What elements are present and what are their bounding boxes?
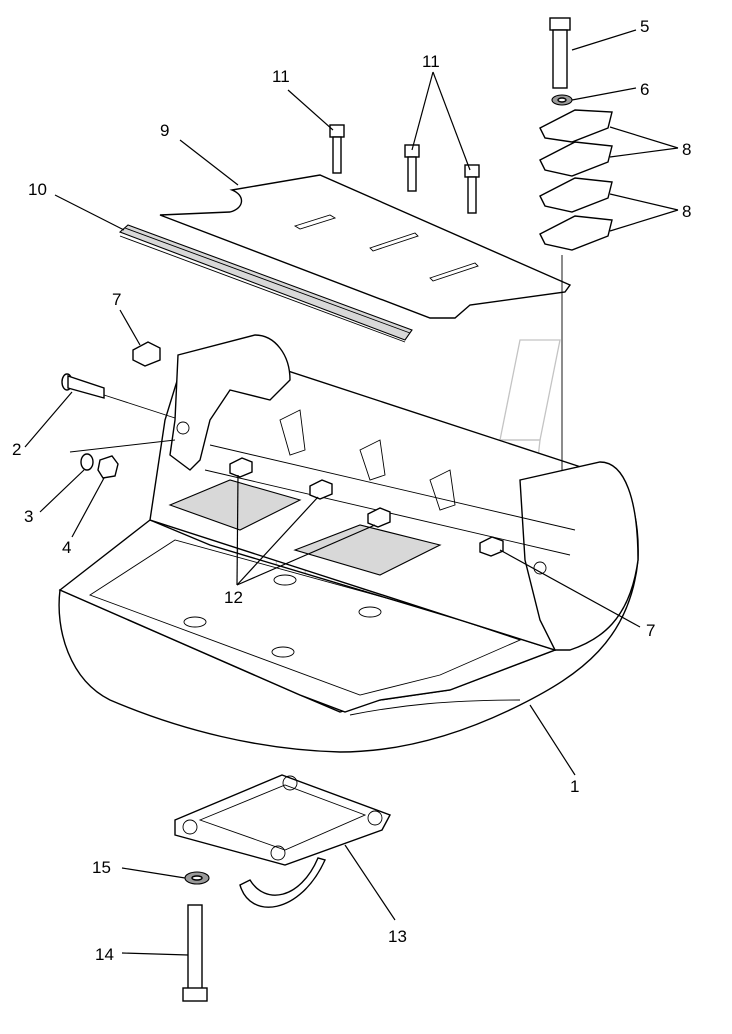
callout-2: 2 bbox=[12, 440, 21, 459]
slotted-plate-part-9 bbox=[159, 174, 572, 319]
callout-7-lower: 7 bbox=[646, 621, 655, 640]
bolts-part-11 bbox=[329, 124, 480, 214]
callout-10: 10 bbox=[28, 180, 47, 199]
seat-base-part-1 bbox=[58, 334, 639, 753]
washer-part-3 bbox=[69, 439, 176, 471]
callout-13: 13 bbox=[388, 927, 407, 946]
washer-part-6 bbox=[551, 94, 573, 106]
callout-1: 1 bbox=[570, 777, 579, 796]
callout-7-upper: 7 bbox=[112, 290, 121, 309]
bracket-part-13 bbox=[174, 774, 391, 908]
callout-11-left: 11 bbox=[272, 67, 290, 86]
callout-8-upper: 8 bbox=[682, 140, 691, 159]
callout-labels: 5 6 8 8 11 11 9 10 7 2 3 4 12 7 1 15 13 … bbox=[12, 17, 691, 964]
nut-part-4 bbox=[97, 455, 119, 479]
bolt-part-14 bbox=[182, 904, 208, 1002]
shims-part-8 bbox=[539, 109, 613, 251]
callout-8-lower: 8 bbox=[682, 202, 691, 221]
leader-lines bbox=[24, 29, 679, 956]
callout-9: 9 bbox=[160, 121, 169, 140]
callout-15: 15 bbox=[92, 858, 111, 877]
callout-5: 5 bbox=[640, 17, 649, 36]
callout-11-right: 11 bbox=[422, 52, 440, 71]
strip-part-10 bbox=[118, 224, 413, 343]
callout-4: 4 bbox=[62, 538, 71, 557]
bolt-part-5 bbox=[549, 17, 571, 89]
pin-part-2 bbox=[61, 373, 176, 419]
washer-part-15 bbox=[184, 871, 210, 885]
callout-12: 12 bbox=[224, 588, 243, 607]
callout-14: 14 bbox=[95, 945, 114, 964]
callout-3: 3 bbox=[24, 507, 33, 526]
nuts-part-12 bbox=[229, 457, 391, 528]
callout-6: 6 bbox=[640, 80, 649, 99]
nut-part-7 bbox=[132, 341, 504, 557]
